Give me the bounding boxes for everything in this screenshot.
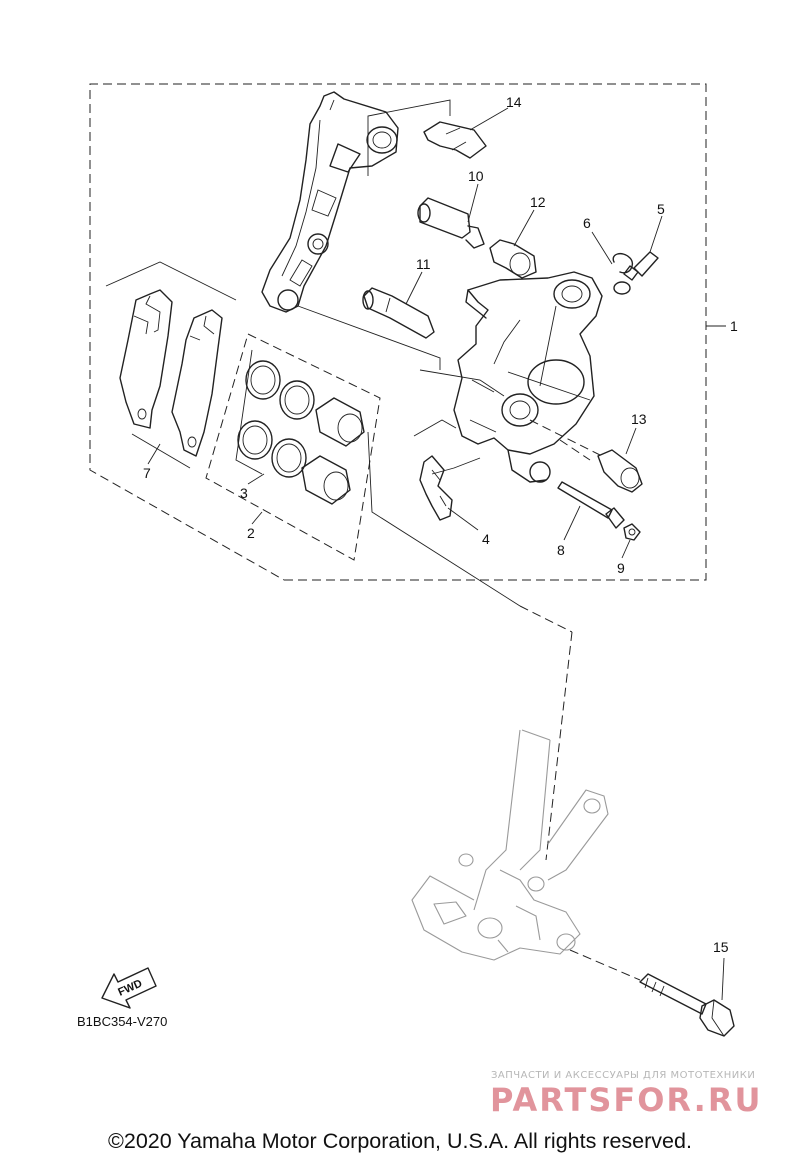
piston-seal-kit [205,333,381,561]
copyright-notice: ©2020 Yamaha Motor Corporation, U.S.A. A… [108,1129,692,1153]
part-10-pad-pin [417,197,485,249]
fwd-arrow-icon: FWD [101,967,157,1009]
callout-11: 11 [416,256,431,272]
callout-4: 4 [482,531,490,547]
callout-2: 2 [247,525,255,541]
drawing-code: B1BC354-V270 [77,1014,167,1029]
callout-13: 13 [631,411,647,427]
callout-6: 6 [583,215,591,231]
callout-15: 15 [713,939,729,955]
callout-leaders [147,107,726,1001]
brake-caliper-body [453,271,603,483]
part-15-bolt [639,973,735,1037]
fork-leg-ghost [411,729,609,961]
callout-14: 14 [506,94,522,110]
callout-10: 10 [468,168,484,184]
part-5-bleed-screw [623,251,659,281]
assembly-boundary [89,83,707,581]
watermark-logo: PARTSFOR.RU [490,1081,763,1119]
part-12-boot [489,239,537,279]
callout-9: 9 [617,560,625,576]
callout-1: 1 [730,318,738,334]
part-8-pin [529,461,625,529]
part-14-pad-spring [367,99,487,176]
part-13-bolt [597,449,643,493]
callout-8: 8 [557,542,565,558]
caliper-bracket [261,91,399,313]
part-6-bleeder-cap [612,252,634,295]
callout-12: 12 [530,194,546,210]
leader-lines [297,305,641,981]
callout-5: 5 [657,201,665,217]
part-11-slide-pin [362,287,435,339]
part-9-nut [623,523,641,541]
part-4-pad-spring [419,455,453,521]
brake-pads [105,261,237,469]
callout-7: 7 [143,465,151,481]
callout-3: 3 [240,485,248,501]
watermark-tagline: ЗАПЧАСТИ И АКСЕССУАРЫ ДЛЯ МОТОТЕХНИКИ [491,1070,756,1081]
